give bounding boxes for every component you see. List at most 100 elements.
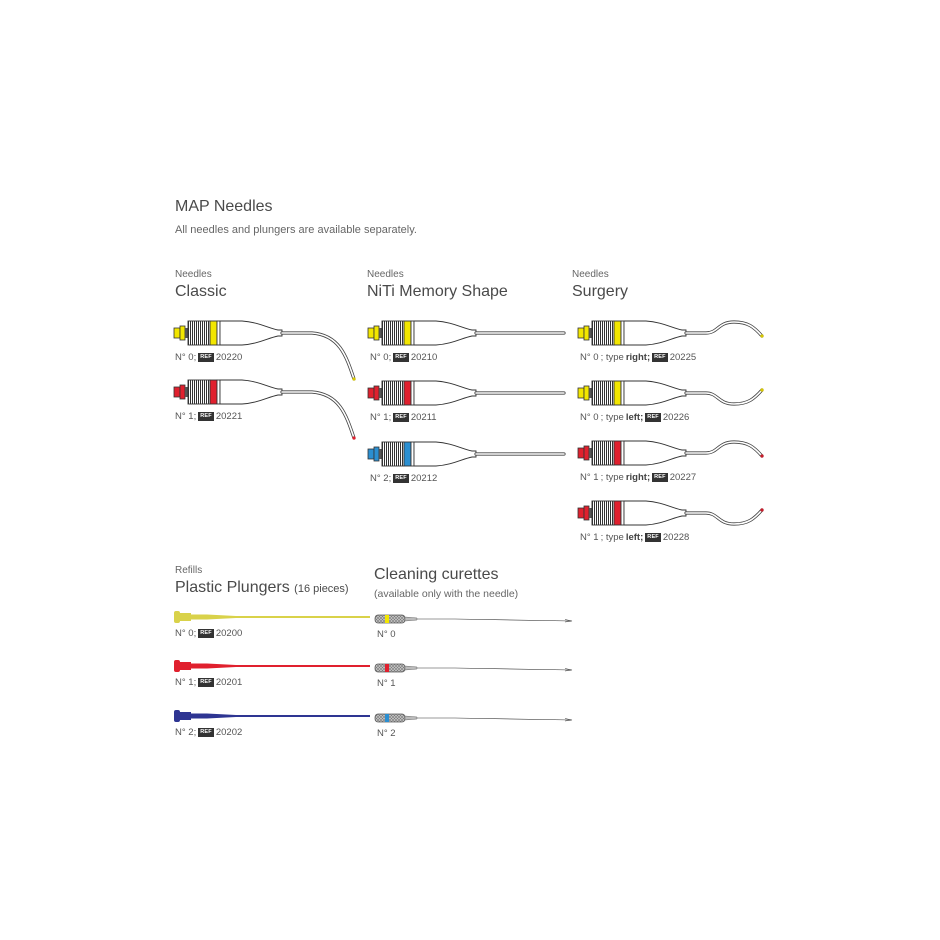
classic-needle-0-collar [185,328,188,338]
plunger-1-knob [174,660,180,672]
surgery-caption-2-type: right; [625,472,651,483]
curette-0-band [385,615,389,623]
surgery-caption-2-type-prefix: ; type [600,472,624,483]
curette-2-band [385,714,389,722]
curettes-subtitle: (available only with the needle) [374,588,519,600]
classic-needle-0-body [219,320,283,346]
classic-needle-1-body [219,379,283,405]
page-subtitle: All needles and plungers are available s… [175,224,417,236]
surgery-caption-3-ref-badge: REF [645,533,661,542]
surgery-needle-0-band [613,320,622,346]
plunger-0-knob [174,611,180,623]
niti-caption-2-number: N° 2; [370,473,392,484]
curette-caption-0-number: N° 0 [377,629,396,640]
surgery-needle-1 [577,380,764,406]
surgery-caption-0-ref: 20225 [669,352,697,363]
classic-needle-0-cap-ring [179,325,186,341]
surgery-caption-2-ref-badge: REF [652,473,668,482]
surgery-kicker: Needles [572,269,609,280]
curette-1 [374,663,573,673]
surgery-needle-0-cap [577,327,585,339]
classic-heading: Classic [175,283,227,300]
niti-needle-2-body [413,441,477,467]
niti-needle-1-cap [367,387,375,399]
niti-needle-2-cap [367,448,375,460]
curette-caption-1-number: N° 1 [377,678,396,689]
surgery-needle-1-cap-ring [583,385,590,401]
plunger-caption-0-number: N° 0; [175,628,197,639]
plunger-caption-1-ref-badge: REF [198,678,214,687]
niti-needle-0-cap-ring [373,325,380,341]
niti-caption-2-ref-badge: REF [393,474,409,483]
surgery-caption-3-number: N° 1 [580,532,599,543]
niti-needle-1-band [403,380,412,406]
surgery-caption-0-type: right; [625,352,651,363]
surgery-caption-1-number: N° 0 [580,412,599,423]
curette-2-tip [564,718,573,722]
classic-caption-1-number: N° 1; [175,411,197,422]
classic-needle-0-tube-outline [280,331,356,381]
surgery-needle-0-cap-ring [583,325,590,341]
niti-needle-1 [367,380,566,406]
plunger-caption-1-ref: 20201 [215,677,243,688]
surgery-caption-0-number: N° 0 [580,352,599,363]
curette-0-handle [374,614,406,624]
classic-needle-0-tube [281,332,355,380]
classic-needle-1-cap-ring [179,384,186,400]
curette-0-tip [564,619,573,623]
plunger-0-taper [207,614,236,620]
classic-caption-0-number: N° 0; [175,352,197,363]
surgery-needle-1-body [623,380,687,406]
classic-caption-0-ref: 20220 [215,352,243,363]
classic-needle-1-tube [281,391,355,439]
curette-2-wire [454,717,572,721]
niti-needle-0-band [403,320,412,346]
classic-needle-0 [173,320,356,381]
surgery-needle-0-body [623,320,687,346]
curettes-heading: Cleaning curettes [374,566,499,583]
curette-1-neck [404,665,418,671]
niti-needle-0-cap [367,327,375,339]
niti-needle-1-cap-ring [373,385,380,401]
niti-needle-2-cap-ring [373,446,380,462]
classic-needle-1-band [209,379,218,405]
niti-needle-1-body [413,380,477,406]
curette-2-handle [374,713,406,723]
surgery-needle-1-tube [685,389,763,405]
surgery-needle-3-grip [591,500,615,526]
surgery-needle-3-tip [760,508,764,512]
classic-needle-1-cap [173,386,181,398]
plunger-caption-2-ref-badge: REF [198,728,214,737]
surgery-needle-3-cap [577,507,585,519]
surgery-caption-1-ref-badge: REF [645,413,661,422]
surgery-heading: Surgery [572,283,629,300]
page-title: MAP Needles [175,198,273,215]
curette-caption-1: N° 1 [377,678,396,689]
curette-2-neck [404,715,418,721]
surgery-needle-2-grip [591,440,615,466]
curette-0-wire [454,618,572,622]
surgery-caption-1-type-prefix: ; type [600,412,624,423]
surgery-needle-0-collar [589,328,592,338]
plunger-2-knob [174,710,180,722]
plunger-1-taper [207,663,236,669]
surgery-caption-1-ref: 20226 [662,412,690,423]
curette-1-tip [564,668,573,672]
curette-1-handle [374,663,406,673]
surgery-needle-2-cap-ring [583,445,590,461]
surgery-caption-1-type: left; [625,412,644,423]
surgery-needle-3-collar [589,508,592,518]
niti-caption-1-ref: 20211 [410,412,437,423]
surgery-needle-2 [577,440,764,466]
curette-2 [374,713,573,723]
surgery-needle-2-collar [589,448,592,458]
